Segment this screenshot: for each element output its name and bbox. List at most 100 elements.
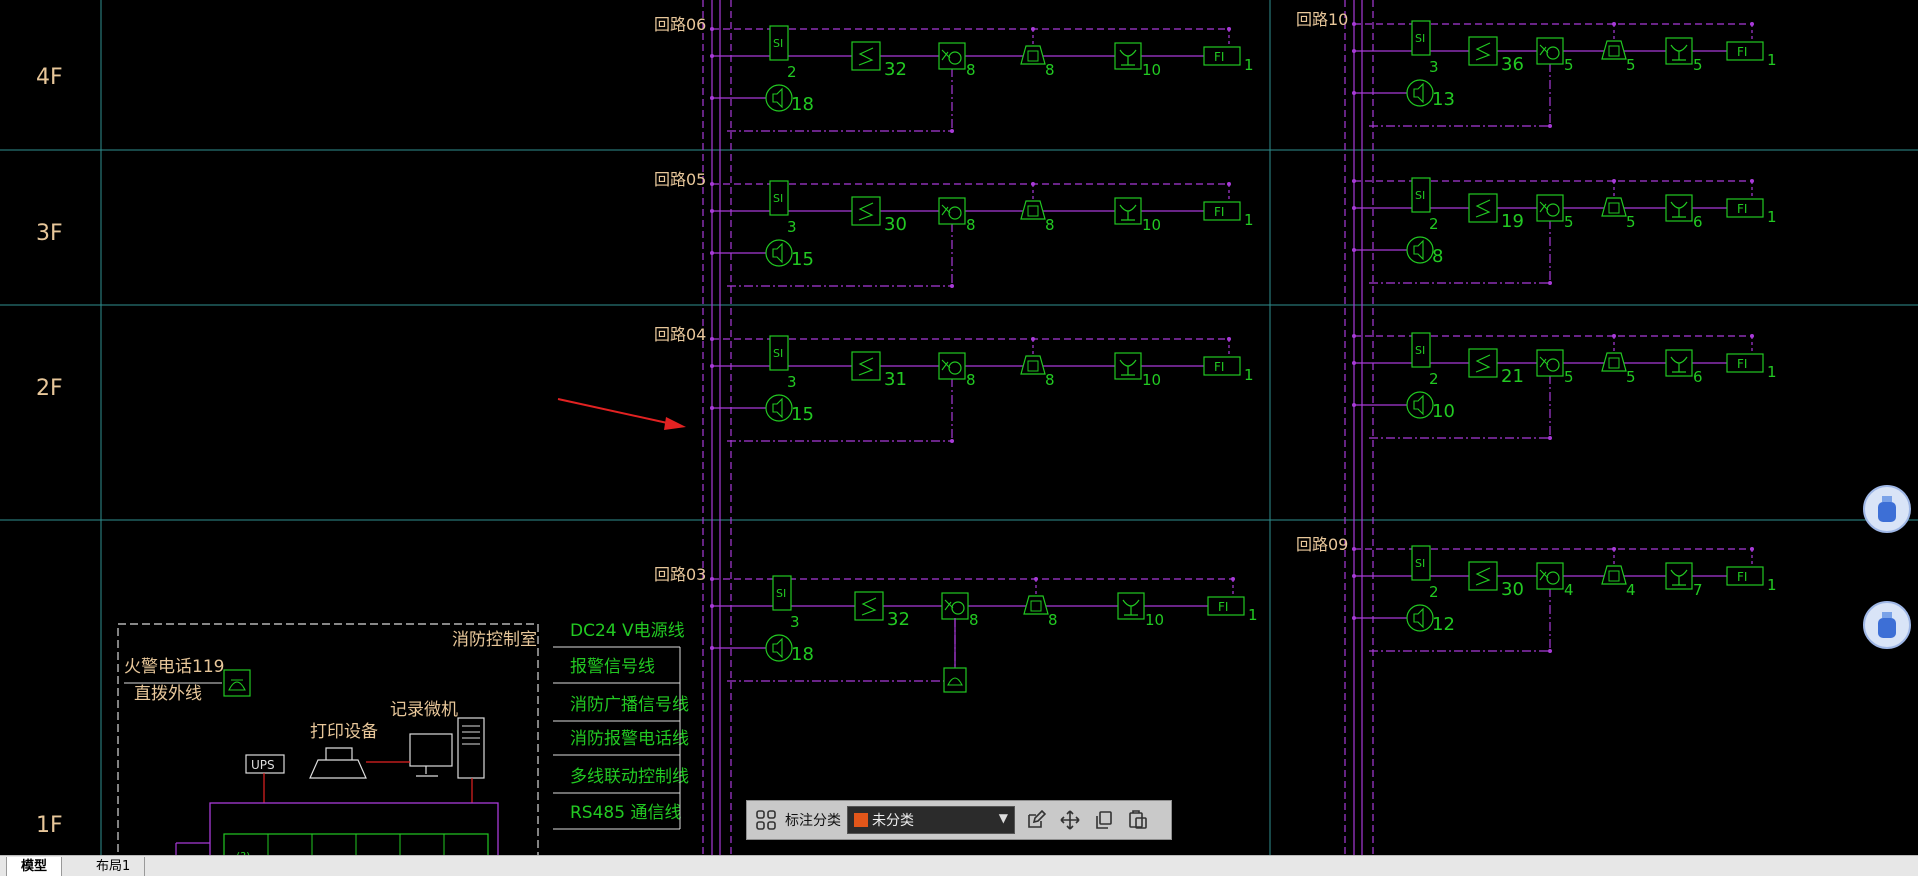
phone-label-1: 火警电话119 xyxy=(124,657,224,677)
fi-count: 1 xyxy=(1767,51,1777,69)
speaker-icon xyxy=(1406,236,1434,264)
phone-jack-branch xyxy=(943,618,967,693)
speaker-count: 13 xyxy=(1432,89,1455,110)
hydrant-count: 8 xyxy=(1045,216,1055,234)
phone-label-2: 直拨外线 xyxy=(134,684,202,704)
copy-icon[interactable] xyxy=(1091,807,1117,833)
si-module-text: SI xyxy=(773,347,783,360)
fi-count: 1 xyxy=(1767,363,1777,381)
floor-label-3f: 3F xyxy=(36,221,63,246)
toolbar-label: 标注分类 xyxy=(785,813,841,829)
smoke-count: 32 xyxy=(884,59,907,80)
si-module-icon xyxy=(769,180,789,216)
fi-count: 1 xyxy=(1244,56,1254,74)
fi-count: 1 xyxy=(1244,211,1254,229)
speaker-count: 15 xyxy=(791,404,814,425)
panel-text: (?) xyxy=(236,850,250,855)
speaker-icon xyxy=(765,84,793,112)
left-trunk-bus xyxy=(702,0,732,855)
hydrant-count: 4 xyxy=(1626,581,1636,599)
annotation-toolbar: 标注分类 未分类 ▼ xyxy=(746,800,1172,840)
loop-label: 回路10 xyxy=(1296,10,1348,29)
float-assistant-icon-1[interactable] xyxy=(1863,485,1911,533)
si-count: 2 xyxy=(787,63,797,81)
manual-alarm-count: 6 xyxy=(1693,213,1703,231)
hydrant-count: 5 xyxy=(1626,213,1636,231)
loop-label: 回路04 xyxy=(654,325,706,344)
hydrant-button-icon xyxy=(1601,565,1627,585)
heat-count: 8 xyxy=(966,371,976,389)
hydrant-button-icon xyxy=(1020,200,1046,220)
si-module-text: SI xyxy=(1415,189,1425,202)
floor-label-4f: 4F xyxy=(36,65,63,90)
si-count: 2 xyxy=(1429,583,1439,601)
phone-jack-icon xyxy=(943,667,967,693)
floor-label-2f: 2F xyxy=(36,376,63,401)
si-module-icon xyxy=(1411,177,1431,213)
fi-module-icon xyxy=(1203,201,1241,221)
si-module-text: SI xyxy=(773,37,783,50)
legend-item: 报警信号线 xyxy=(570,657,655,677)
smoke-count: 19 xyxy=(1501,211,1524,232)
chevron-down-icon: ▼ xyxy=(998,811,1008,825)
smoke-detector-icon xyxy=(851,41,881,71)
si-module-icon xyxy=(772,575,792,611)
move-icon[interactable] xyxy=(1057,807,1083,833)
fi-module-text: FI xyxy=(1218,600,1228,614)
manual-alarm-count: 10 xyxy=(1145,611,1164,629)
smoke-count: 30 xyxy=(1501,579,1524,600)
fi-module-icon xyxy=(1203,46,1241,66)
control-room-title: 消防控制室 xyxy=(452,630,537,650)
speaker-icon xyxy=(765,394,793,422)
fire-phone-icon xyxy=(223,669,251,697)
smoke-detector-icon xyxy=(851,351,881,381)
speaker-count: 18 xyxy=(791,644,814,665)
speaker-icon xyxy=(1406,79,1434,107)
layout-tabs: 模型 布局1 xyxy=(0,855,1918,876)
ups-text: UPS xyxy=(251,758,275,772)
monitor-icon xyxy=(409,733,453,767)
speaker-icon xyxy=(1406,604,1434,632)
fi-module-text: FI xyxy=(1737,45,1747,59)
fi-module-text: FI xyxy=(1214,205,1224,219)
loop-label: 回路03 xyxy=(654,565,706,584)
hydrant-button-icon xyxy=(1020,355,1046,375)
si-module-text: SI xyxy=(773,192,783,205)
grid-icon[interactable] xyxy=(755,809,777,831)
heat-count: 4 xyxy=(1564,581,1574,599)
hydrant-button-icon xyxy=(1601,40,1627,60)
float-assistant-icon-2[interactable] xyxy=(1863,601,1911,649)
tab-layout1[interactable]: 布局1 xyxy=(82,857,146,876)
si-module-text: SI xyxy=(776,587,786,600)
computer-tower-icon xyxy=(457,717,485,779)
tab-model[interactable]: 模型 xyxy=(6,857,63,876)
manual-alarm-count: 6 xyxy=(1693,368,1703,386)
speaker-count: 10 xyxy=(1432,401,1455,422)
smoke-detector-icon xyxy=(1468,193,1498,223)
smoke-count: 21 xyxy=(1501,366,1524,387)
right-trunk-bus xyxy=(1344,0,1374,855)
floor-grid xyxy=(0,0,1918,855)
fire-alarm-controller xyxy=(209,802,499,855)
legend-item: 多线联动控制线 xyxy=(570,767,689,787)
paste-icon[interactable] xyxy=(1125,807,1151,833)
hydrant-count: 8 xyxy=(1045,371,1055,389)
control-room-boundary xyxy=(117,623,539,855)
manual-alarm-count: 7 xyxy=(1693,581,1703,599)
si-count: 3 xyxy=(787,373,797,391)
fi-module-text: FI xyxy=(1214,50,1224,64)
speaker-count: 18 xyxy=(791,94,814,115)
loop-label: 回路05 xyxy=(654,170,706,189)
category-select[interactable]: 未分类 ▼ xyxy=(847,806,1015,834)
si-count: 3 xyxy=(1429,58,1439,76)
heat-count: 8 xyxy=(969,611,979,629)
edit-icon[interactable] xyxy=(1023,807,1049,833)
fi-module-icon xyxy=(1726,198,1764,218)
